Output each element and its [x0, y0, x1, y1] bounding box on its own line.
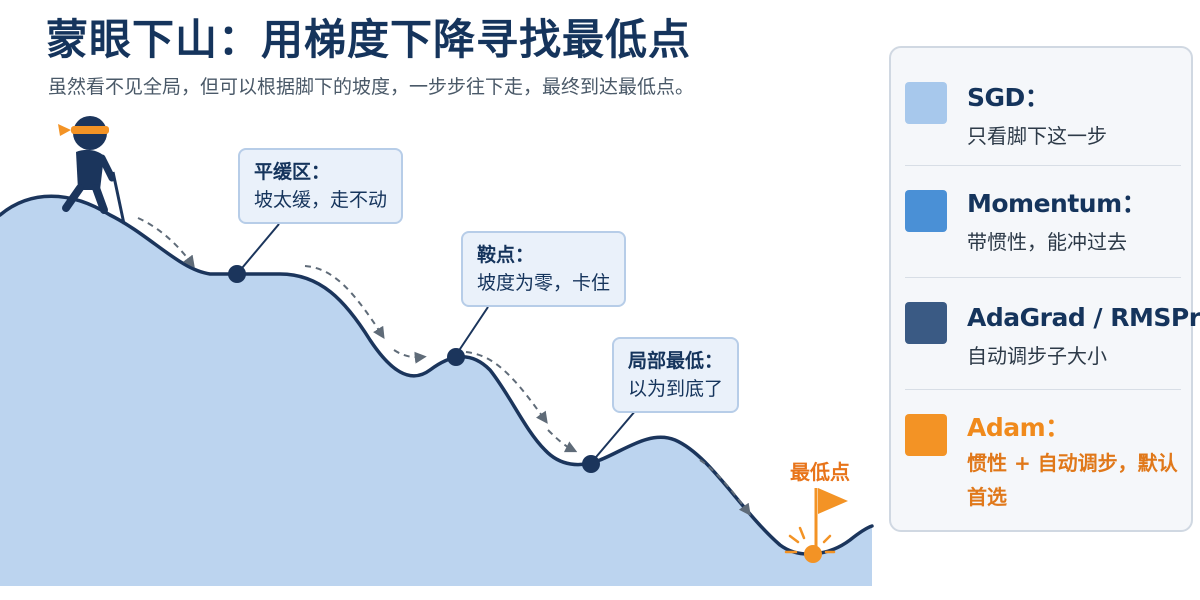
step-arrow: [304, 265, 385, 340]
legend-swatch: [905, 414, 947, 456]
step-arrow: [699, 459, 751, 516]
legend-desc: 惯性 + 自动调步，默认首选: [967, 451, 1178, 509]
callout-text: 以为到底了: [628, 378, 724, 400]
callout-leader-local-min: [590, 409, 637, 464]
legend-desc: 只看脚下这一步: [967, 124, 1107, 148]
local-min-point: [582, 455, 600, 473]
hill-diagram: [0, 116, 874, 586]
callout-plateau: 平缓区： 坡太缓，走不动: [238, 148, 404, 224]
step-arrow: [393, 349, 427, 364]
legend-desc: 带惯性，能冲过去: [967, 230, 1127, 254]
legend-swatch: [905, 82, 947, 124]
step-arrow: [547, 429, 578, 453]
callout-title: 鞍点：: [477, 244, 535, 266]
hill-area: [0, 196, 872, 586]
plateau-point: [228, 265, 246, 283]
step-arrow: [137, 217, 195, 268]
callout-title: 平缓区：: [254, 161, 331, 183]
saddle-point: [447, 348, 465, 366]
legend-swatch: [905, 302, 947, 344]
legend-item-momentum: Momentum： 带惯性，能冲过去: [905, 165, 1181, 277]
flag-icon: [814, 488, 848, 548]
callout-text: 坡太缓，走不动: [254, 189, 388, 211]
optimizer-legend: SGD： 只看脚下这一步 Momentum： 带惯性，能冲过去 AdaGrad …: [889, 46, 1200, 532]
hill-outline: [0, 194, 874, 556]
callout-title: 局部最低：: [628, 350, 724, 372]
callout-leader-plateau: [236, 223, 280, 275]
page-subtitle: 虽然看不见全局，但可以根据脚下的坡度，一步步往下走，最终到达最低点。: [48, 76, 695, 98]
sparkle-dot-icon: [784, 526, 836, 554]
global-min-point: [804, 545, 822, 563]
callout-leader-saddle: [455, 306, 489, 356]
legend-name: SGD：: [967, 83, 1050, 112]
legend-desc: 自动调步子大小: [967, 344, 1107, 368]
legend-item-adagrad-rmsprop: AdaGrad / RMSProp： 自动调步子大小: [905, 277, 1200, 389]
page-title: 蒙眼下山：用梯度下降寻找最低点: [46, 15, 692, 64]
blindfolded-hiker-icon: [58, 116, 126, 225]
legend-item-adam: Adam： 惯性 + 自动调步，默认首选: [905, 389, 1181, 519]
legend-item-sgd: SGD： 只看脚下这一步: [905, 70, 1181, 188]
callout-saddle: 鞍点： 坡度为零，卡住: [461, 231, 627, 307]
callout-local-min: 局部最低： 以为到底了: [612, 337, 740, 413]
legend-swatch: [905, 190, 947, 232]
legend-name: AdaGrad / RMSProp：: [967, 303, 1200, 332]
legend-name: Adam：: [967, 413, 1070, 442]
step-arrow: [465, 351, 548, 424]
callout-text: 坡度为零，卡住: [477, 272, 611, 294]
goal-label: 最低点: [790, 460, 850, 484]
legend-name: Momentum：: [967, 189, 1147, 218]
